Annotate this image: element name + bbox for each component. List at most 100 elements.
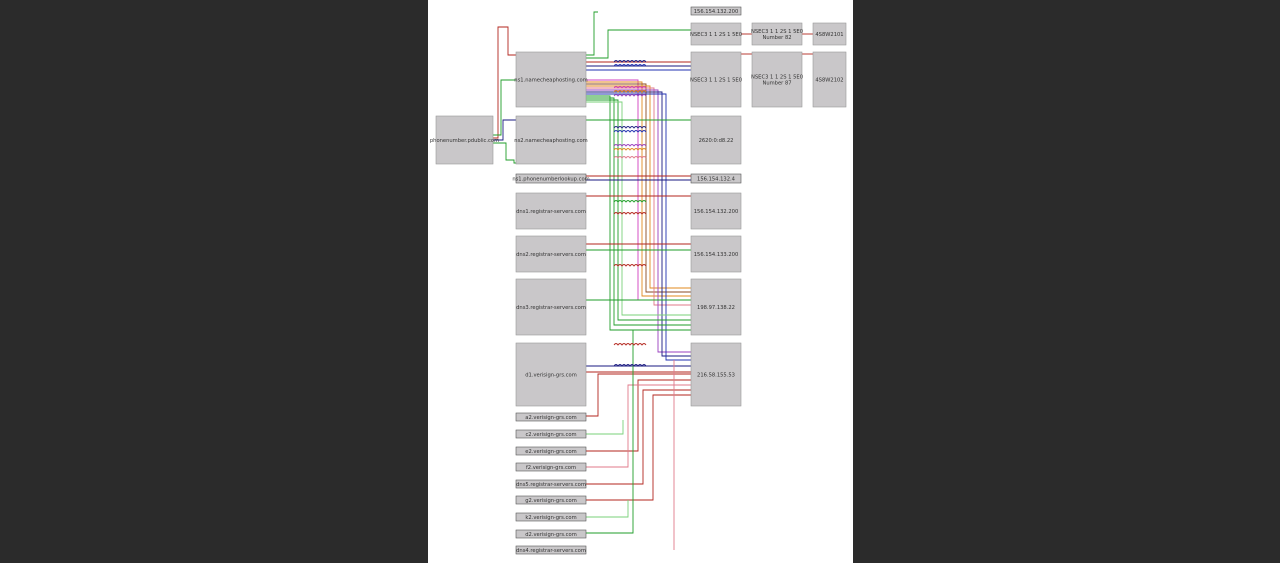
edge-bus [586, 79, 691, 301]
edge-s6 [586, 394, 691, 501]
node-phonenumber-pdublic-com: phonenumber.pdublic.com [430, 115, 499, 165]
edge-root-ns1-b [493, 79, 516, 136]
edge-bus [586, 83, 691, 293]
edge-root-ns2-b [493, 142, 516, 164]
node-label: 216.58.155.53 [697, 373, 735, 379]
node-box [515, 529, 587, 539]
diagram-page: phonenumber.pdublic.com ns1.namecheaphost… [428, 0, 853, 563]
node-ns1-namecheaphosting-com: ns1.namecheaphosting.com [514, 51, 588, 108]
node-label: Number 82 [762, 35, 791, 41]
node-box [515, 173, 587, 184]
node-label: NSEC3 1 1 2S 1 5E0 [751, 75, 803, 81]
node-156-154-132-200: 156.154.132.200 [690, 192, 742, 230]
node-label: dns5.registrar-servers.com [516, 482, 586, 488]
node-label: 4S8W2102 [815, 78, 843, 84]
node-4s8w2101: 4S8W2101 [812, 22, 847, 46]
edge-s5 [586, 389, 691, 485]
node-label: d2.verisign-grs.com [525, 532, 577, 538]
node-box [812, 51, 847, 108]
node-label: NSEC3 1 1 2S 1 5E0 [690, 32, 742, 38]
node-ns2-namecheaphosting-com: ns2.namecheaphosting.com [514, 115, 588, 165]
node-label: Number 87 [762, 81, 791, 87]
edge-crossing [613, 86, 647, 89]
edge-crossing [613, 144, 647, 147]
node-label: k2.verisign-grs.com [525, 515, 576, 521]
node-box [515, 495, 587, 505]
node-156-154-132-200: 156.154.132.200 [690, 6, 742, 16]
node-label: c2.verisign-grs.com [525, 432, 576, 438]
node-ns1-phonenumberlookup-com: ns1.phonenumberlookup.com [512, 173, 590, 184]
node-label: ns2.namecheaphosting.com [514, 138, 587, 144]
node-box [515, 429, 587, 439]
node-156-154-132-4: 156.154.132.4 [690, 173, 742, 184]
node-nsec3-1-1-2s-1-5e0: NSEC3 1 1 2S 1 5E0 [690, 22, 742, 46]
node-label: dns3.registrar-servers.com [516, 305, 586, 311]
edge-root-ns2 [493, 119, 516, 141]
edge-s3 [586, 379, 691, 452]
edge-crossing [613, 212, 647, 215]
node-label: f2.verisign-grs.com [526, 465, 576, 471]
node-label: 156.154.132.200 [694, 9, 739, 15]
edge-bus [586, 81, 691, 297]
node-box [515, 512, 587, 522]
edge-s7 [586, 500, 629, 518]
node-label: d1.verisign-grs.com [525, 373, 577, 379]
node-k2-verisign-grs-com: k2.verisign-grs.com [515, 512, 587, 522]
node-4s8w2102: 4S8W2102 [812, 51, 847, 108]
edge-crossing [613, 90, 647, 93]
node-box [690, 192, 742, 230]
node-a2-verisign-grs-com: a2.verisign-grs.com [515, 412, 587, 422]
node-box [515, 115, 587, 165]
edge-crossing [613, 264, 647, 267]
node-box [515, 235, 587, 273]
node-label: NSEC3 1 1 2S 1 5E0 [690, 78, 742, 84]
node-label: a2.verisign-grs.com [525, 415, 576, 421]
node-216-58-155-53: 216.58.155.53 [690, 342, 742, 407]
node-box [812, 22, 847, 46]
edge-crossing [613, 364, 647, 367]
edge-bus [586, 91, 691, 357]
edge-layer [493, 11, 813, 550]
edge-crossing [613, 343, 647, 346]
node-dns5-registrar-servers-com: dns5.registrar-servers.com [515, 479, 587, 489]
node-label: NSEC3 1 1 2S 1 5E0 [751, 29, 803, 35]
node-box [690, 115, 742, 165]
node-dns1-registrar-servers-com: dns1.registrar-servers.com [515, 192, 587, 230]
node-box [515, 462, 587, 472]
edge-bus [586, 89, 691, 353]
edge-crossing [613, 200, 647, 203]
node-box [751, 51, 803, 108]
node-dns4-registrar-servers-com: dns4.registrar-servers.com [515, 545, 587, 555]
node-box [515, 545, 587, 555]
node-label: 2620:0:d8.22 [699, 138, 734, 144]
edge-ns1-ipa [586, 29, 691, 59]
edge-s8 [586, 329, 691, 534]
node-box [690, 51, 742, 108]
node-g2-verisign-grs-com: g2.verisign-grs.com [515, 495, 587, 505]
node-box [690, 22, 742, 46]
edge-crossing [613, 156, 647, 159]
node-box [690, 342, 742, 407]
dns-dependency-diagram: phonenumber.pdublic.com ns1.namecheaphost… [430, 6, 847, 555]
node-box [515, 278, 587, 336]
node-label: dns4.registrar-servers.com [516, 548, 586, 554]
node-198-97-138-22: 198.97.138.22 [690, 278, 742, 336]
edge-bus [586, 87, 691, 306]
edge-crossing [613, 148, 647, 151]
edge-s4 [586, 384, 691, 468]
node-dns3-registrar-servers-com: dns3.registrar-servers.com [515, 278, 587, 336]
edge-s2 [586, 420, 624, 435]
node-label: e2.verisign-grs.com [525, 449, 576, 455]
node-156-154-133-200: 156.154.133.200 [690, 235, 742, 273]
node-box [515, 412, 587, 422]
edge-root-ns1 [493, 26, 516, 139]
node-label: dns2.registrar-servers.com [516, 252, 586, 258]
node-label: ns1.phonenumberlookup.com [512, 177, 589, 183]
node-box [690, 6, 742, 16]
edge-crossing [613, 60, 647, 63]
node-box [515, 192, 587, 230]
node-d2-verisign-grs-com: d2.verisign-grs.com [515, 529, 587, 539]
